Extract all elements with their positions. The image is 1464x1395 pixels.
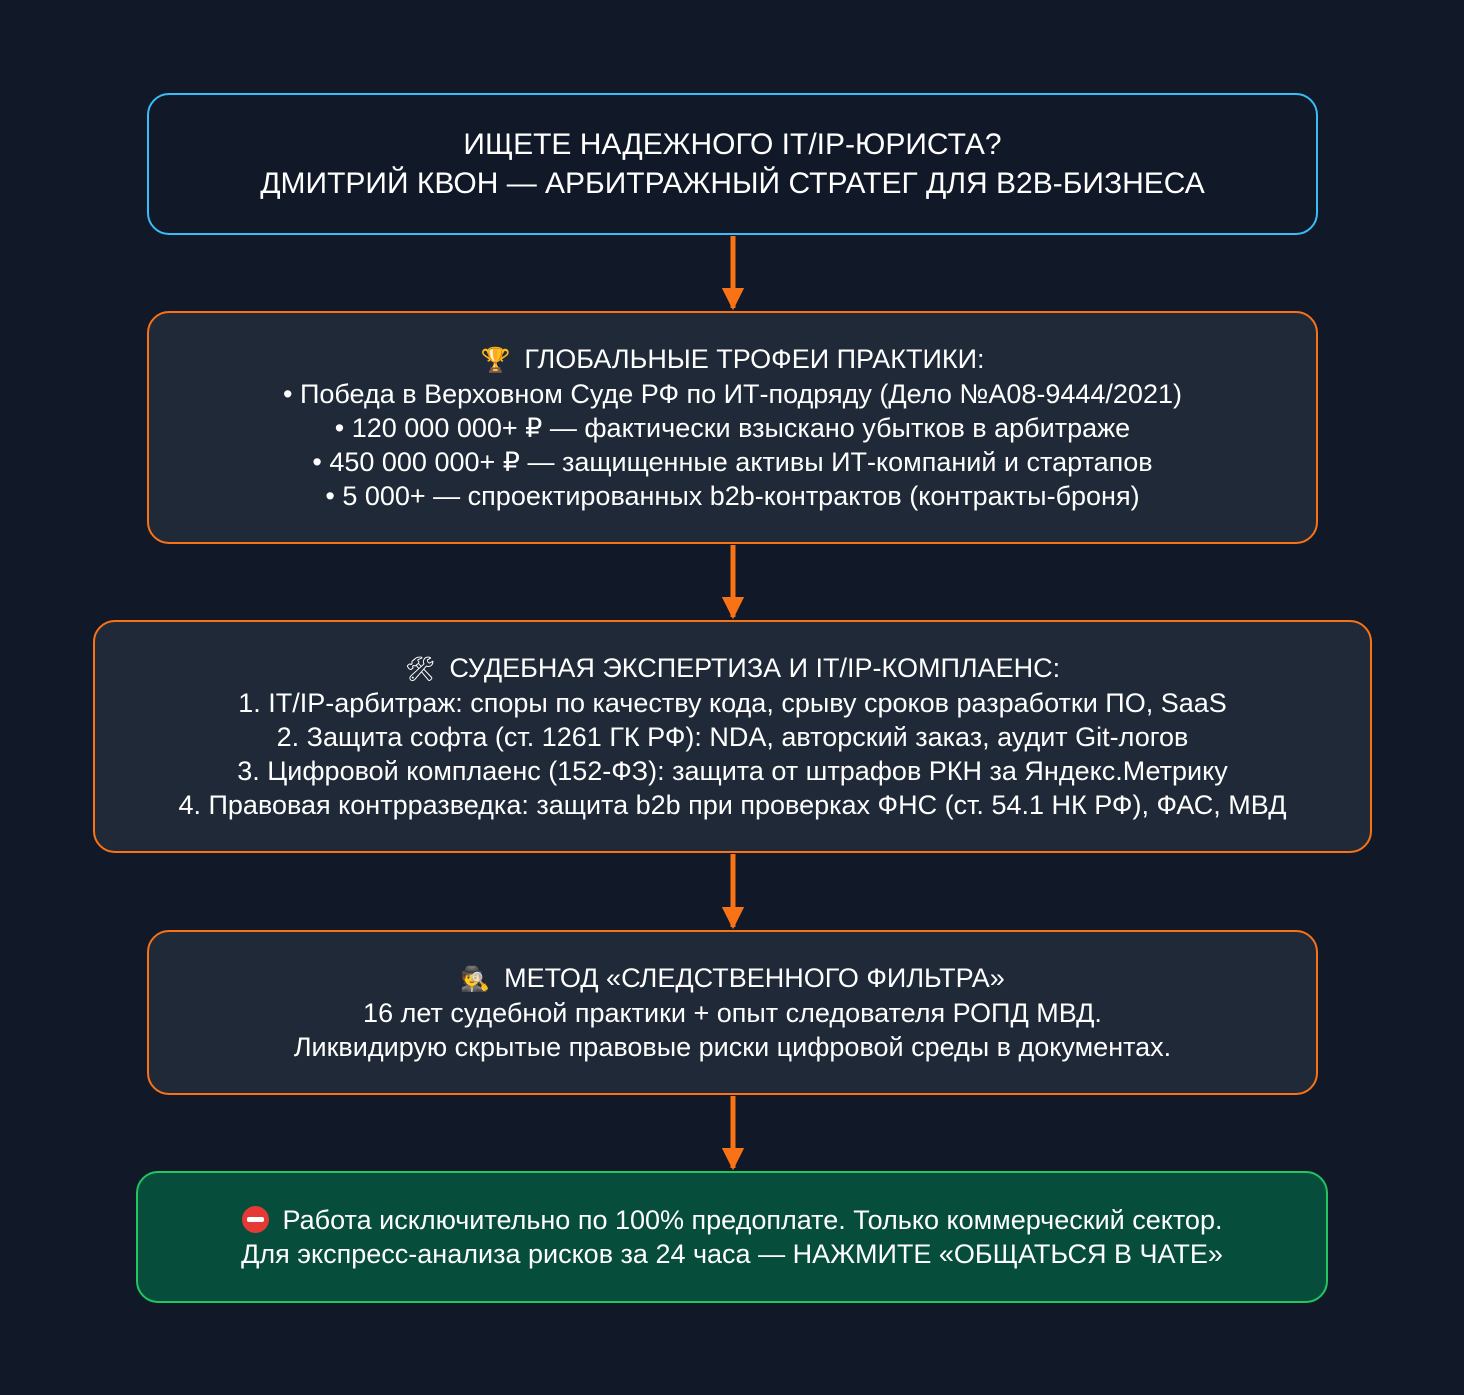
- method-heading: 🕵 МЕТОД «СЛЕДСТВЕННОГО ФИЛЬТРА»: [460, 961, 1005, 996]
- expertise-item: 2. Защита софта (ст. 1261 ГК РФ): NDA, а…: [276, 722, 1189, 752]
- method-box: 🕵 МЕТОД «СЛЕДСТВЕННОГО ФИЛЬТРА» 16 лет су…: [147, 930, 1318, 1095]
- trophies-heading: 🏆 ГЛОБАЛЬНЫЕ ТРОФЕИ ПРАКТИКИ:: [480, 342, 984, 377]
- cta-box: Работа исключительно по 100% предоплате.…: [136, 1171, 1328, 1303]
- expertise-item: 1. IT/IP-арбитраж: споры по качеству код…: [238, 688, 1227, 718]
- trophy-item: • Победа в Верховном Суде РФ по ИТ-подря…: [283, 379, 1182, 409]
- trophy-item: • 5 000+ — спроектированных b2b-контракт…: [325, 481, 1140, 511]
- expertise-heading: 🛠 СУДЕБНАЯ ЭКСПЕРТИЗА И IT/IP-КОМПЛАЕНС:: [405, 651, 1060, 686]
- trophy-icon: 🏆: [480, 346, 511, 374]
- no-entry-icon: [241, 1206, 269, 1233]
- trophy-item: • 120 000 000+ ₽ — фактически взыскано у…: [334, 413, 1131, 443]
- expertise-title: СУДЕБНАЯ ЭКСПЕРТИЗА И IT/IP-КОМПЛАЕНС:: [449, 653, 1061, 683]
- header-question: ИЩЕТЕ НАДЕЖНОГО IT/IP-ЮРИСТА?: [463, 128, 1002, 161]
- method-item: Ликвидирую скрытые правовые риски цифров…: [293, 1032, 1172, 1062]
- trophies-box: 🏆 ГЛОБАЛЬНЫЕ ТРОФЕИ ПРАКТИКИ: • Победа в …: [147, 311, 1318, 544]
- method-item: 16 лет судебной практики + опыт следоват…: [363, 998, 1102, 1028]
- cta-prepayment-text: Работа исключительно по 100% предоплате.…: [282, 1205, 1223, 1235]
- expertise-box: 🛠СУДЕБНАЯ ЭКСПЕРТИЗА И IT/IP-КОМПЛАЕНС: …: [93, 620, 1372, 853]
- cta-line-chat: Для экспресс-анализа рисков за 24 часа —…: [241, 1239, 1223, 1269]
- header-box: ИЩЕТЕ НАДЕЖНОГО IT/IP-ЮРИСТА? ДМИТРИЙ КВ…: [147, 93, 1318, 235]
- method-title: МЕТОД «СЛЕДСТВЕННОГО ФИЛЬТРА»: [504, 963, 1005, 993]
- header-subtitle: ДМИТРИЙ КВОН — АРБИТРАЖНЫЙ СТРАТЕГ ДЛЯ B…: [260, 167, 1205, 200]
- expertise-item: 4. Правовая контрразведка: защита b2b пр…: [178, 790, 1287, 820]
- cta-line-prepayment: Работа исключительно по 100% предоплате.…: [241, 1203, 1223, 1237]
- tools-icon: 🛠: [404, 655, 436, 683]
- expertise-item: 3. Цифровой комплаенс (152-ФЗ): защита о…: [237, 756, 1228, 786]
- detective-icon: 🕵: [460, 965, 491, 993]
- trophy-item: • 450 000 000+ ₽ — защищенные активы ИТ-…: [312, 447, 1153, 477]
- trophies-title: ГЛОБАЛЬНЫЕ ТРОФЕИ ПРАКТИКИ:: [524, 344, 985, 374]
